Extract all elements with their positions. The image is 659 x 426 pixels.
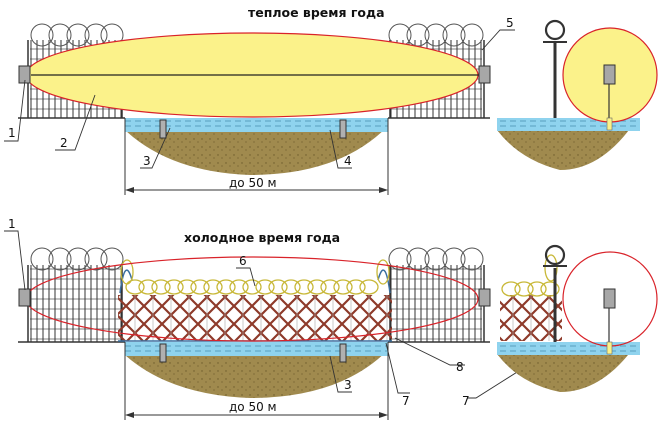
left-fence-cold <box>27 247 124 342</box>
callout-bottom-8: 8 <box>456 360 464 374</box>
barrier-lattice <box>118 295 392 341</box>
detail-view-top <box>497 19 658 170</box>
detail-view-bottom <box>497 244 658 392</box>
callout-bottom-7a: 7 <box>402 394 410 408</box>
sensor-left-cold <box>18 288 31 307</box>
callout-bottom-3: 3 <box>344 378 352 392</box>
sensor-right <box>478 65 491 84</box>
dimension-top: до 50 м <box>124 118 389 195</box>
razor-wire-coil <box>388 247 484 271</box>
dimension-top-label: до 50 м <box>229 176 277 190</box>
barrier-coils <box>125 279 379 295</box>
warm-season-title: теплое время года <box>248 5 385 20</box>
dimension-bottom-label: до 50 м <box>229 400 277 414</box>
warm-season-scene: теплое время года <box>4 5 658 195</box>
callout-top-3: 3 <box>143 154 151 168</box>
razor-wire-coil <box>30 247 124 271</box>
callout-bottom-6: 6 <box>239 254 247 268</box>
dimension-bottom: до 50 м <box>124 342 389 420</box>
callout-top-2: 2 <box>60 136 68 150</box>
callout-top-5: 5 <box>506 16 514 30</box>
callout-bottom-7b: 7 <box>462 394 470 408</box>
sensor-right-cold <box>478 288 491 307</box>
pond <box>125 118 388 175</box>
callout-top-4: 4 <box>344 154 352 168</box>
cold-season-scene: холодное время года <box>4 217 658 420</box>
callout-bottom-1: 1 <box>8 217 16 231</box>
cold-season-title: холодное время года <box>184 230 340 245</box>
callout-top-1: 1 <box>8 126 16 140</box>
pond-cold <box>125 342 388 398</box>
right-fence-cold <box>388 247 485 342</box>
